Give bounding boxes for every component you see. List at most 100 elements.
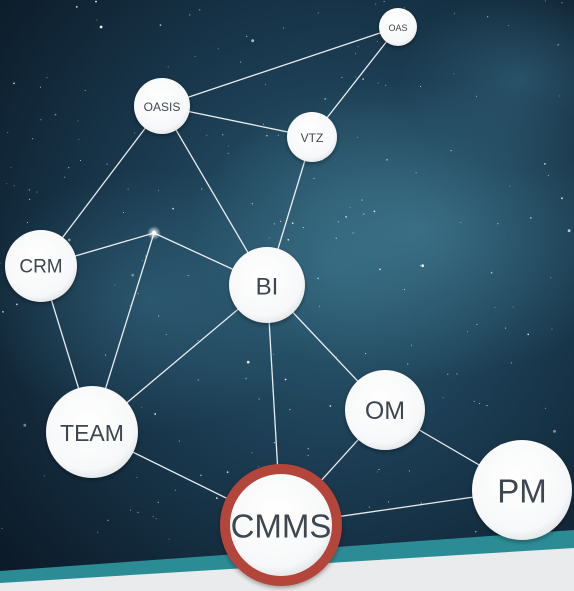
star [200,474,202,477]
star [453,12,455,14]
star [77,120,79,122]
star [544,163,546,165]
node-vtz-label: VTZ [301,131,324,145]
node-om-label: OM [365,397,405,425]
star [508,24,510,27]
star [376,471,378,473]
star [527,333,530,336]
star [2,311,4,313]
star [152,515,154,518]
star [273,442,275,444]
star [280,220,282,222]
node-crm[interactable]: CRM [5,230,77,302]
star [141,260,143,262]
star [317,12,319,14]
star [368,506,370,508]
star [544,0,546,2]
star [307,455,309,457]
star [144,255,147,257]
star [158,315,160,317]
star [84,89,86,91]
star [375,3,377,5]
star [373,210,376,213]
star [172,207,175,210]
star [129,509,132,511]
star [26,222,28,224]
star [277,134,279,136]
star [529,217,532,219]
star [136,476,138,478]
star [341,76,343,78]
star [337,221,339,223]
star [550,277,552,279]
star [478,402,480,405]
star [336,356,338,358]
star [403,288,405,291]
star [376,40,378,42]
link-oas-oasis [161,26,399,107]
star [227,152,229,154]
star [273,353,275,355]
star [378,469,380,471]
star [157,189,160,191]
star [266,134,268,137]
star [561,2,563,4]
star [302,227,304,229]
star [257,465,259,468]
star [32,138,34,140]
node-team[interactable]: TEAM [46,386,138,478]
star [251,203,253,205]
star [1,527,3,529]
star [494,306,496,309]
star [361,199,363,201]
node-team-label: TEAM [60,420,124,446]
star [258,398,260,400]
star [75,6,78,8]
star [137,511,139,513]
star [222,134,224,136]
star [174,489,176,491]
star [421,264,425,268]
star [450,150,452,152]
star [547,174,549,177]
star [420,502,422,504]
star [16,303,18,306]
star [10,166,12,168]
node-bi[interactable]: BI [229,247,305,323]
star [178,440,180,442]
star [106,163,108,165]
star [227,145,230,147]
star [95,0,97,3]
star [13,185,15,187]
star [558,95,560,97]
star [561,197,563,200]
star [246,35,248,37]
star [97,531,99,533]
star [96,19,98,21]
star [349,206,351,209]
node-crm-circle [5,230,77,302]
star [476,323,478,325]
nebula-glow [0,170,320,430]
star [107,519,109,521]
star [318,305,320,307]
star [505,327,507,329]
node-pm[interactable]: PM [472,440,572,540]
star [352,232,354,234]
star [510,362,512,364]
star [99,25,103,29]
node-cmms[interactable]: CMMS [220,464,342,586]
star [460,221,462,224]
star [13,82,15,85]
star [78,138,80,141]
node-oasis[interactable]: OASIS [134,78,190,134]
node-vtz[interactable]: VTZ [287,112,337,162]
node-oasis-label: OASIS [144,100,181,114]
star [28,189,30,191]
star [67,238,71,242]
star [291,222,294,225]
node-oas[interactable]: OAS [379,8,417,46]
star [383,1,385,3]
node-om[interactable]: OM [345,370,425,450]
